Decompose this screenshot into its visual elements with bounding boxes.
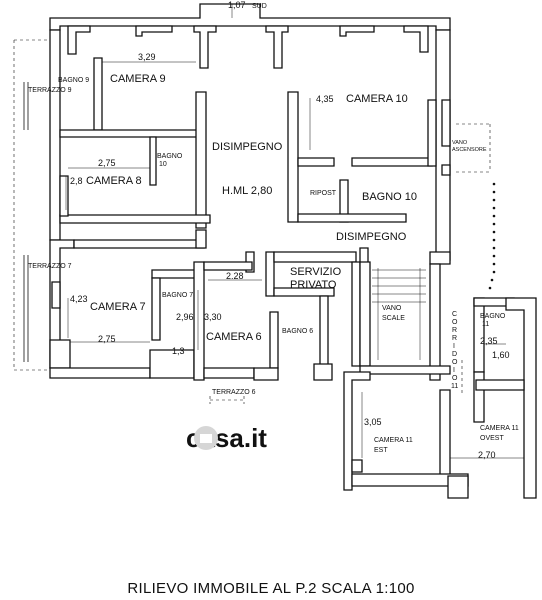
svg-text:R: R [452,335,457,342]
dim-camera-9-w: 3,29 [138,52,156,62]
label-disimpegno-top: DISIMPEGNO [212,141,283,153]
dim-camera-7-h: 4,23 [70,294,88,304]
label-vano-asc-1: VANO [452,140,468,146]
label-camera-11-ovest-2: OVEST [480,435,504,442]
label-bagno-10: BAGNO 10 [362,191,417,203]
svg-text:O: O [452,359,458,366]
label-hml: H.ML 2,80 [222,185,272,197]
dim-bagno-11-w: 1,60 [492,350,510,360]
outline-left [13,39,50,371]
stair-lines [372,268,426,360]
label-servizio-1: SERVIZIO [290,266,342,278]
interior-walls [59,57,537,499]
dim-camera-6-w: 2.28 [226,271,244,281]
dim-camera-8-w: 2,75 [98,158,116,168]
svg-text:R: R [452,327,457,334]
svg-text:O: O [452,319,458,326]
label-servizio-2: PRIVATO [290,279,337,291]
vano-ascensore-outline [456,123,491,173]
dim-camera-11-ovest-w: 2,70 [478,450,496,460]
label-camera-11-est-2: EST [374,447,388,454]
label-bagno-9: BAGNO 9 [58,77,89,84]
terrazzo-rails-left [23,82,29,362]
terrazzo6-outline [209,396,245,404]
dim-camera-10-h: 4,35 [316,94,334,104]
label-camera-11-est-1: CAMERA 11 [374,437,413,444]
dim-bagno-7-h: 2,96 [176,312,194,322]
label-vano-scale-1: VANO [382,305,402,312]
label-bagno-7: BAGNO 7 [162,292,193,299]
svg-text:C: C [452,311,457,318]
label-sud: SUD [252,3,267,10]
svg-text:I: I [453,367,455,374]
label-camera-7: CAMERA 7 [90,301,146,313]
dimension-lines [65,4,524,459]
label-bagno-11-1: BAGNO [480,313,506,320]
svg-text:O: O [452,375,458,382]
dim-camera-11-est-h: 3,05 [364,417,382,427]
label-vano-scale-2: SCALE [382,315,405,322]
svg-text:11: 11 [451,383,458,390]
svg-text:D: D [452,351,457,358]
label-corridoio: C O R R I D O I O 11 [451,311,458,390]
dim-camera-8-h: 2,8 [70,176,83,186]
label-disimpegno-mid: DISIMPEGNO [336,231,407,243]
label-terrazzo-9: TERRAZZO 9 [28,87,72,94]
dim-top: 1,07 [228,0,246,10]
label-bagno-10-small-1: BAGNO [157,153,183,160]
dim-bagno-11-h: 2,35 [480,336,498,346]
dim-bagno-7-w: 1,3 [172,346,185,356]
label-camera-8: CAMERA 8 [86,175,142,187]
label-bagno-11-2: 11 [482,321,489,328]
label-camera-11-ovest-1: CAMERA 11 [480,425,519,432]
plan-caption: RILIEVO IMMOBILE AL P.2 SCALA 1:100 [127,580,415,597]
svg-text:I: I [453,343,455,350]
label-camera-6: CAMERA 6 [206,331,262,343]
label-camera-9: CAMERA 9 [110,73,166,85]
label-bagno-10-small-2: 10 [159,161,167,168]
label-terrazzo-7: TERRAZZO 7 [28,263,72,270]
label-bagno-6: BAGNO 6 [282,328,313,335]
dim-camera-7-w: 2,75 [98,334,116,344]
right-dotted-column [488,182,496,290]
label-terrazzo-6: TERRAZZO 6 [212,389,256,396]
dim-camera-6-h: 3,30 [204,312,222,322]
watermark-logo-icon [194,426,218,450]
label-ripost: RIPOST [310,190,337,197]
label-camera-10: CAMERA 10 [346,93,408,105]
label-vano-asc-2: ASCENSORE [452,147,487,153]
